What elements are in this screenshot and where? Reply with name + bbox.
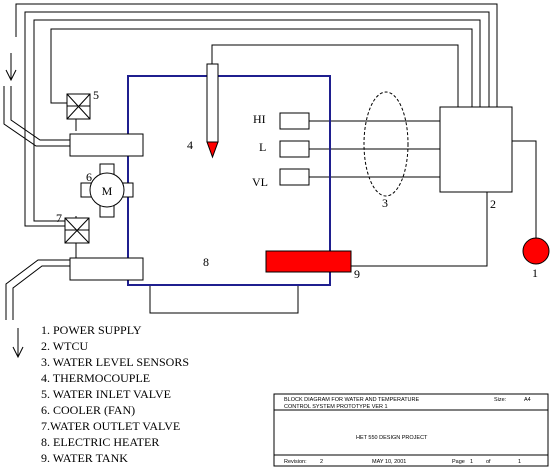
wire-heater [351, 192, 488, 267]
inlet-pipe-body [69, 133, 144, 157]
legend-item: 5. WATER INLET VALVE [41, 387, 171, 401]
outlet-pipe [5, 259, 70, 359]
of-label: of [486, 459, 491, 465]
legend-item: 9. WATER TANK [41, 451, 128, 465]
label-vl: VL [252, 175, 268, 189]
label-4: 4 [187, 138, 193, 152]
wire-thermocouple [211, 44, 459, 107]
label-3: 3 [382, 196, 388, 210]
legend-item: 8. ELECTRIC HEATER [41, 435, 159, 449]
label-8: 8 [203, 255, 209, 269]
thermocouple [206, 63, 219, 159]
legend-item: 2. WTCU [41, 339, 88, 353]
sensor-vl [279, 168, 310, 186]
total-pages: 1 [518, 459, 521, 465]
size-label: Size: [494, 397, 507, 403]
wire-tank-loop [149, 284, 299, 314]
water-tank [127, 75, 331, 286]
label-1: 1 [532, 266, 538, 280]
fan-letter: M [102, 184, 113, 198]
size-value: A4 [524, 397, 531, 403]
label-hi: HI [253, 112, 266, 126]
label-2: 2 [490, 197, 496, 211]
label-6: 6 [86, 170, 92, 184]
inlet-valve-symbol [66, 93, 91, 120]
wire-inlet-valve [50, 28, 473, 107]
wire-inlet-valve-outer [15, 3, 498, 107]
outlet-valve-symbol [64, 217, 90, 244]
label-9: 9 [354, 267, 360, 281]
legend-item: 4. THERMOCOUPLE [41, 371, 150, 385]
legend-item: 1. POWER SUPPLY [41, 323, 142, 337]
wire-fan [24, 11, 490, 227]
cooler-fan: M [80, 163, 134, 218]
wtcu-box [439, 106, 513, 193]
legend: 1. POWER SUPPLY 2. WTCU 3. WATER LEVEL S… [41, 323, 189, 465]
label-5: 5 [93, 88, 99, 102]
legend-item: 6. COOLER (FAN) [41, 403, 135, 417]
electric-heater [265, 250, 352, 273]
wiring [15, 3, 537, 314]
sensor-bundle [363, 91, 409, 197]
inlet-pipe [3, 53, 70, 147]
legend-item: 3. WATER LEVEL SENSORS [41, 355, 189, 369]
legend-item: 7.WATER OUTLET VALVE [41, 419, 180, 433]
title-line2: CONTROL SYSTEM PROTOTYPE VER 1 [284, 404, 388, 410]
outlet-pipe-body [69, 257, 144, 281]
power-supply [522, 237, 550, 265]
title-line1: BLOCK DIAGRAM FOR WATER AND TEMPERATURE [284, 397, 420, 403]
title-block: BLOCK DIAGRAM FOR WATER AND TEMPERATURE … [273, 393, 549, 467]
project-name: HET 550 DESIGN PROJECT [356, 435, 428, 441]
sensor-hi [279, 112, 310, 130]
revision-value: 2 [320, 459, 323, 465]
label-l: L [259, 140, 266, 154]
wire-power-supply [512, 140, 537, 238]
page-label: Page [452, 459, 465, 465]
label-7: 7 [56, 211, 62, 225]
sensor-l [279, 140, 310, 158]
date: MAY 10, 2001 [372, 459, 406, 465]
page-value: 1 [470, 459, 473, 465]
wire-outlet-valve [33, 19, 481, 222]
revision-label: Revision: [284, 459, 307, 465]
